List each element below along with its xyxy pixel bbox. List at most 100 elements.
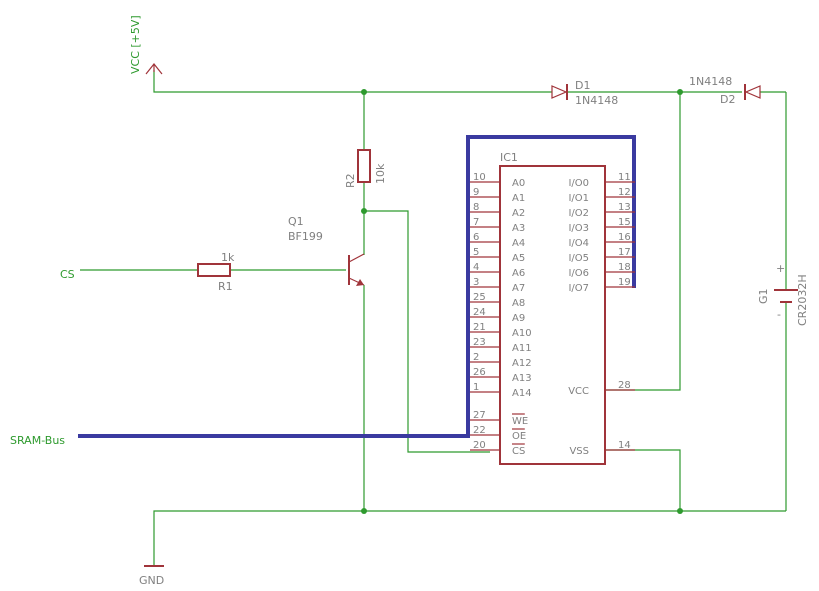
ic1-pin-number: 11 bbox=[618, 172, 631, 183]
ic1-pin-label: A3 bbox=[512, 223, 525, 234]
ic1-pin-label: A10 bbox=[512, 328, 532, 339]
sram-bus-label: SRAM-Bus bbox=[10, 434, 65, 447]
ic1-pin-number: 17 bbox=[618, 247, 631, 258]
ic1-pin-number: 6 bbox=[473, 232, 479, 243]
ic1-pin-label: WE bbox=[512, 416, 528, 427]
ic1-pin-label: A13 bbox=[512, 373, 532, 384]
ic1-pin-11: 11I/O0 bbox=[568, 172, 635, 189]
ic1-pin-number: 16 bbox=[618, 232, 631, 243]
ic1-pin-label: A7 bbox=[512, 283, 525, 294]
ic1-pin-number: 1 bbox=[473, 382, 479, 393]
gnd-symbol: GND bbox=[139, 565, 164, 587]
ic1-pin-label: A0 bbox=[512, 178, 525, 189]
ic1-pin-number: 25 bbox=[473, 292, 486, 303]
bus-line bbox=[78, 135, 636, 438]
ic1-pin-3: 3A7 bbox=[470, 277, 525, 294]
d1-name: D1 bbox=[575, 79, 590, 92]
ic1-pin-number: 10 bbox=[473, 172, 486, 183]
ic1-pin-number: 4 bbox=[473, 262, 479, 273]
ic1-pin-number: 22 bbox=[473, 425, 486, 436]
r1-value: 1k bbox=[221, 251, 235, 264]
ic1-pin-17: 17I/O5 bbox=[568, 247, 635, 264]
ic1-pin-label: A1 bbox=[512, 193, 525, 204]
ic1-pin-label: A9 bbox=[512, 313, 525, 324]
ic1-pin-label: VSS bbox=[569, 446, 589, 457]
junctions bbox=[361, 89, 683, 514]
ic1-pin-label: I/O5 bbox=[568, 253, 589, 264]
ic1-pin-number: 7 bbox=[473, 217, 479, 228]
cs-node-wire bbox=[364, 210, 490, 453]
ic1-pin-label: I/O1 bbox=[568, 193, 589, 204]
ic1-pin-label: A2 bbox=[512, 208, 525, 219]
r1-name: R1 bbox=[218, 280, 233, 293]
ic1-pin-number: 8 bbox=[473, 202, 479, 213]
ic1-pin-number: 21 bbox=[473, 322, 486, 333]
ic1-pin-number: 24 bbox=[473, 307, 486, 318]
q1-name: Q1 bbox=[288, 215, 304, 228]
ic1-pin-number: 15 bbox=[618, 217, 631, 228]
ic1-pin-label: I/O4 bbox=[568, 238, 589, 249]
ic1-pin-7: 7A3 bbox=[470, 217, 525, 234]
ic1-pin-label: VCC bbox=[568, 386, 589, 397]
d2-value: 1N4148 bbox=[689, 75, 732, 88]
g1-minus: - bbox=[777, 308, 781, 321]
ic1-pin-8: 8A2 bbox=[470, 202, 525, 219]
ic1-pin-label: A6 bbox=[512, 268, 525, 279]
ic1-pin-number: 14 bbox=[618, 440, 631, 451]
ic1-pin-4: 4A6 bbox=[470, 262, 525, 279]
ic1-pin-label: A4 bbox=[512, 238, 525, 249]
ic1-pin-label: A12 bbox=[512, 358, 532, 369]
ic-ic1: IC1 10A09A18A27A36A45A54A63A725A824A921A… bbox=[470, 151, 635, 465]
g1-name: G1 bbox=[757, 288, 770, 304]
cs-net-label: CS bbox=[60, 268, 75, 281]
diode-d1: D1 1N4148 bbox=[551, 79, 618, 107]
d2-name: D2 bbox=[720, 93, 735, 106]
ic1-pin-label: A11 bbox=[512, 343, 532, 354]
d1-value: 1N4148 bbox=[575, 94, 618, 107]
ic1-pin-12: 12I/O1 bbox=[568, 187, 635, 204]
junction-dot bbox=[677, 508, 683, 514]
ic1-pin-16: 16I/O4 bbox=[568, 232, 635, 249]
junction-dot bbox=[361, 208, 367, 214]
vcc-label: VCC [+5V] bbox=[129, 15, 142, 74]
ic1-pin-label: I/O7 bbox=[568, 283, 589, 294]
transistor-q1: Q1 BF199 bbox=[288, 215, 365, 286]
ic1-pin-label: I/O0 bbox=[568, 178, 589, 189]
gnd-wire bbox=[153, 510, 786, 565]
junction-dot bbox=[361, 89, 367, 95]
ic1-pin-label: OE bbox=[512, 431, 526, 442]
ic1-pin-number: 19 bbox=[618, 277, 631, 288]
diode-d2: 1N4148 D2 bbox=[689, 75, 761, 106]
junction-dot bbox=[677, 89, 683, 95]
vss-pin-wire bbox=[606, 449, 681, 511]
junction-dot bbox=[361, 508, 367, 514]
ic1-pin-label: I/O6 bbox=[568, 268, 589, 279]
r2-name: R2 bbox=[344, 173, 357, 188]
ic1-pin-number: 5 bbox=[473, 247, 479, 258]
ic1-pins: 10A09A18A27A36A45A54A63A725A824A921A1023… bbox=[470, 172, 635, 457]
resistor-r2: R2 10k bbox=[344, 149, 387, 188]
ic1-pin-number: 28 bbox=[618, 380, 631, 391]
ic1-pin-13: 13I/O2 bbox=[568, 202, 635, 219]
resistor-r1: 1k R1 bbox=[197, 251, 235, 293]
ic1-pin-label: A5 bbox=[512, 253, 525, 264]
battery-g1: + - G1 CR2032H bbox=[757, 262, 809, 326]
ic1-pin-label: CS bbox=[512, 446, 525, 457]
ic1-pin-15: 15I/O3 bbox=[568, 217, 635, 234]
gnd-label: GND bbox=[139, 574, 164, 587]
g1-value: CR2032H bbox=[796, 274, 809, 326]
ic1-pin-18: 18I/O6 bbox=[568, 262, 635, 279]
q1-value: BF199 bbox=[288, 230, 323, 243]
ic1-pin-label: I/O3 bbox=[568, 223, 589, 234]
